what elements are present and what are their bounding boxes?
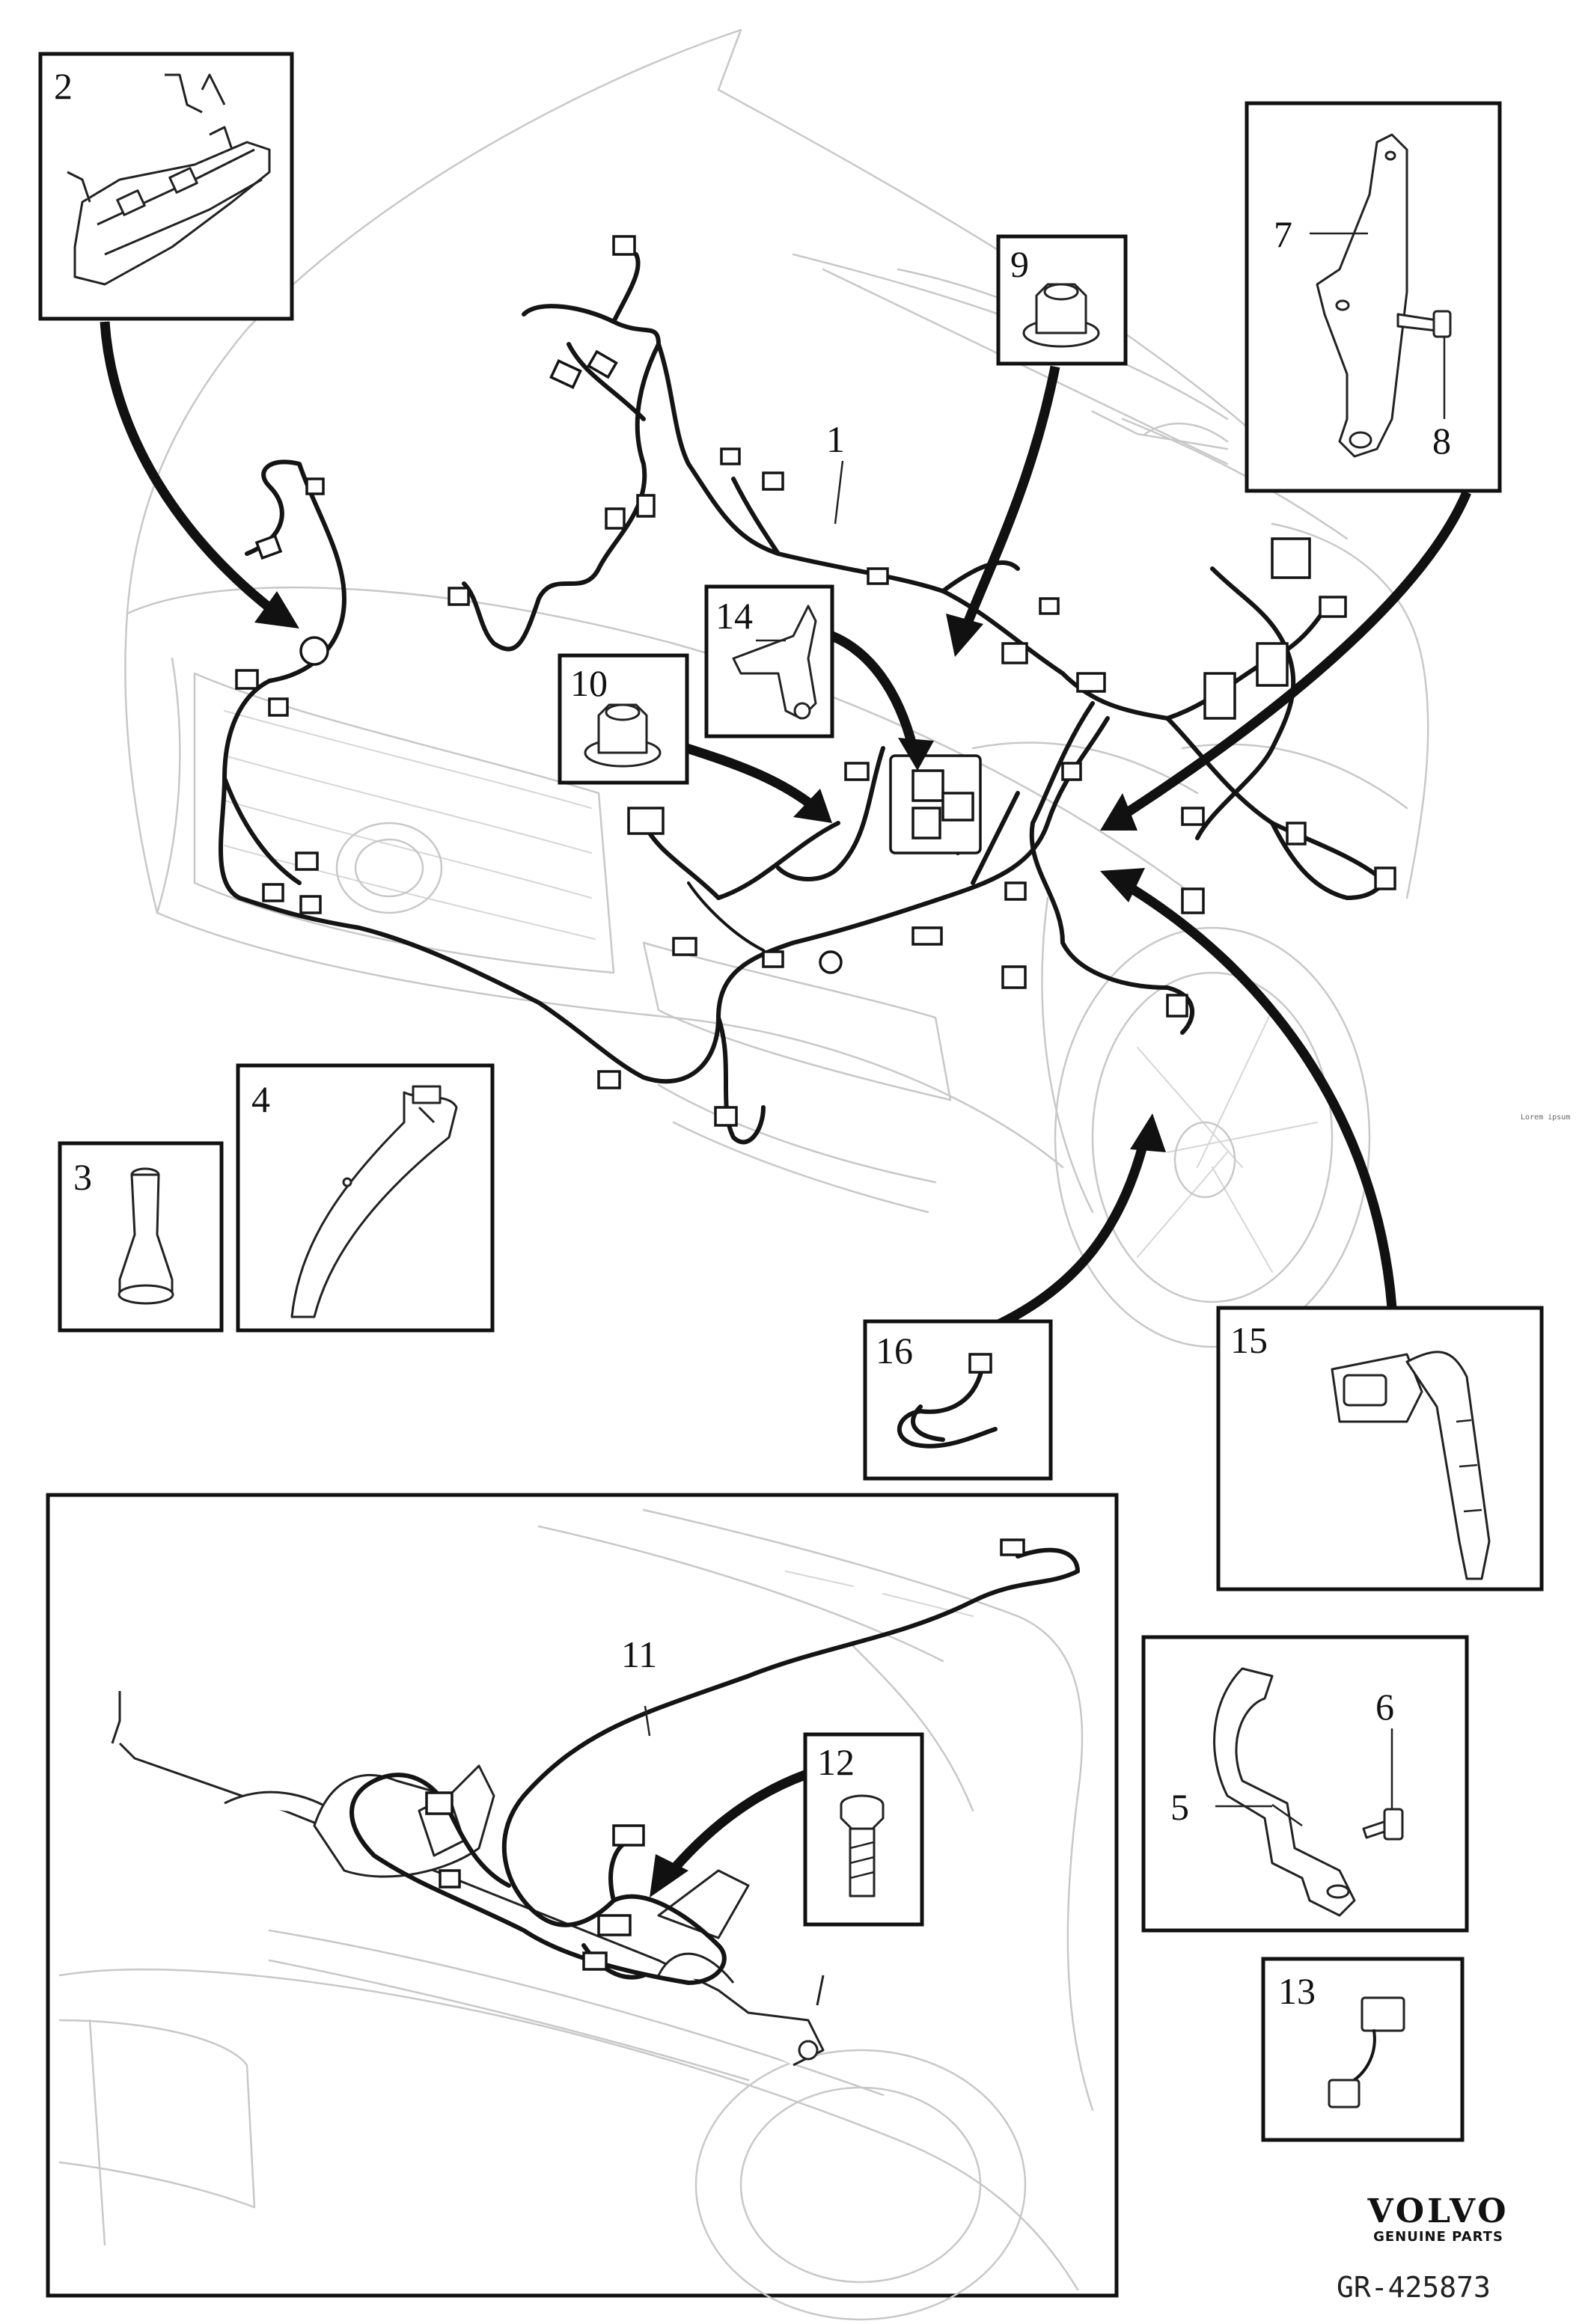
part-box-11-frame [46, 1493, 1119, 2321]
pointer-arrows [100, 321, 1471, 1330]
callout-10: 10 [570, 662, 608, 704]
bracket-7-drawing [1316, 133, 1408, 458]
grommet-3-drawing [117, 1167, 174, 1305]
brand-name: VOLVO [1367, 2192, 1509, 2230]
screw-12-drawing [840, 1794, 885, 1898]
callout-16: 16 [876, 1330, 913, 1372]
part-box-13 [1261, 1957, 1465, 2142]
part-box-7-8 [1245, 101, 1502, 493]
reference-code: GR-425873 [1337, 2271, 1491, 2304]
callout-7: 7 [1274, 213, 1292, 255]
callout-11: 11 [621, 1633, 657, 1675]
part-box-5-6 [1141, 1635, 1469, 1933]
note-text: Lorem ipsum [1521, 1113, 1571, 1122]
callout-labels: 1 2 3 4 5 6 7 8 9 10 11 12 13 14 15 16 [54, 65, 1451, 2012]
flange-nut-drawing [1022, 283, 1100, 348]
steering-harness-11 [349, 1538, 1080, 1985]
callout-6: 6 [1375, 1686, 1394, 1728]
part-box-15 [1216, 1306, 1544, 1591]
callout-2: 2 [54, 65, 73, 107]
callout-3: 3 [73, 1156, 92, 1198]
callout-13: 13 [1278, 1970, 1316, 2012]
callout-5: 5 [1170, 1786, 1189, 1828]
part-box-4 [236, 1063, 495, 1333]
part-box-16 [863, 1319, 1053, 1481]
part-box-9 [996, 234, 1128, 366]
cover-4-drawing [290, 1085, 458, 1318]
cable-13-drawing [1328, 1996, 1405, 2109]
volvo-logo: VOLVO GENUINE PARTS [1347, 2192, 1530, 2245]
main-wiring-harness [219, 235, 1396, 1145]
callout-9: 9 [1010, 243, 1029, 285]
part-box-14 [704, 584, 834, 739]
screw-6-drawing [1362, 1728, 1404, 1841]
callout-8: 8 [1432, 420, 1451, 462]
harness-bracket-drawing [67, 73, 271, 286]
callout-4: 4 [251, 1078, 270, 1120]
cable-16-drawing [897, 1353, 998, 1449]
callout-12: 12 [817, 1741, 855, 1783]
callout-15: 15 [1230, 1319, 1268, 1361]
screw-8-drawing [1396, 310, 1452, 419]
connector-15-drawing [1331, 1351, 1491, 1580]
callout-14: 14 [715, 595, 753, 637]
holder-14-drawing [732, 605, 817, 720]
part-box-12 [803, 1732, 924, 1927]
part-box-10 [558, 653, 689, 785]
part-box-2 [38, 52, 294, 321]
brand-subtitle: GENUINE PARTS [1373, 2229, 1503, 2245]
bracket-5-drawing [1213, 1667, 1356, 1917]
flange-nut-drawing [584, 703, 662, 768]
callout-1: 1 [826, 418, 845, 460]
part-box-3 [58, 1141, 224, 1333]
